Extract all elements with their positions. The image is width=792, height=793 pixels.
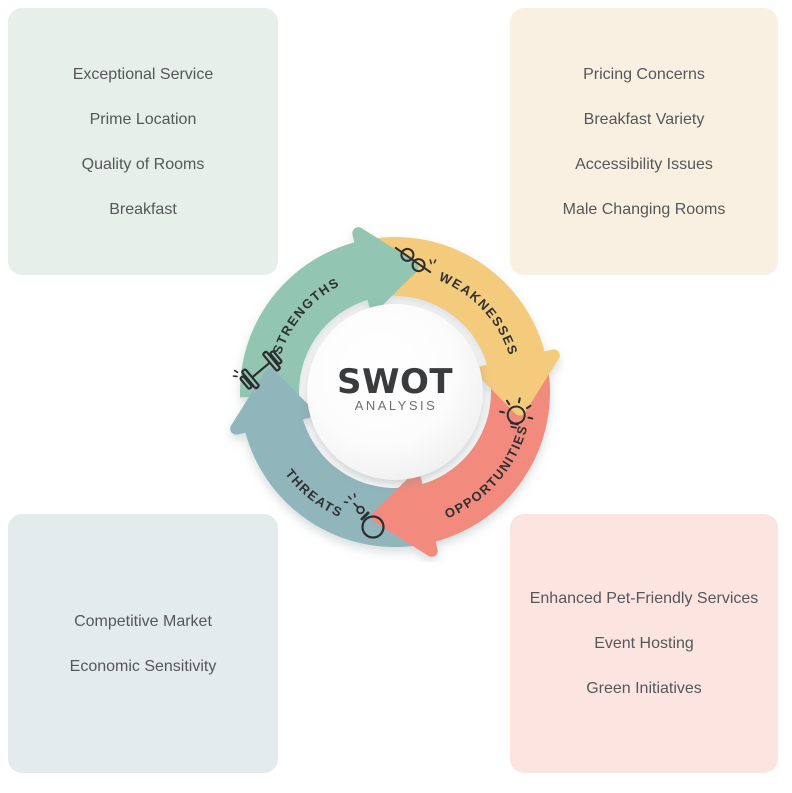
- swot-title: SWOT: [337, 362, 453, 402]
- broken-chain-icon: [394, 246, 437, 274]
- threats-arrow-head: [230, 368, 314, 435]
- swot-ring-diagram: SWOT ANALYSIS STRENGTHS WEAKNESSES: [225, 222, 565, 562]
- weaknesses-arrow-band: [373, 237, 549, 377]
- center-circle: [307, 304, 483, 480]
- lightbulb-icon: [499, 397, 534, 429]
- card-item: Breakfast: [109, 200, 177, 218]
- card-item: Competitive Market: [74, 612, 212, 630]
- card-item: Accessibility Issues: [575, 155, 713, 173]
- card-item: Male Changing Rooms: [562, 200, 726, 218]
- card-item: Prime Location: [89, 110, 197, 128]
- card-item: Pricing Concerns: [583, 65, 705, 83]
- card-item: Quality of Rooms: [81, 155, 205, 173]
- strengths-arrow-head: [352, 227, 419, 311]
- bomb-icon: [343, 493, 385, 539]
- threats-arrow-band: [241, 407, 417, 547]
- card-item: Breakfast Variety: [583, 110, 705, 128]
- opportunities-arrow-head: [371, 473, 438, 557]
- card-item: Exceptional Service: [72, 65, 214, 83]
- card-item: Economic Sensitivity: [69, 657, 217, 675]
- weaknesses-arrow-head: [476, 349, 560, 416]
- card-item: Green Initiatives: [586, 680, 702, 697]
- dumbbell-icon: [232, 350, 283, 390]
- swot-subtitle: ANALYSIS: [355, 398, 438, 413]
- opportunities-arrow-band: [410, 370, 550, 546]
- card-item: Event Hosting: [594, 635, 694, 652]
- card-item: Enhanced Pet-Friendly Services: [529, 590, 759, 607]
